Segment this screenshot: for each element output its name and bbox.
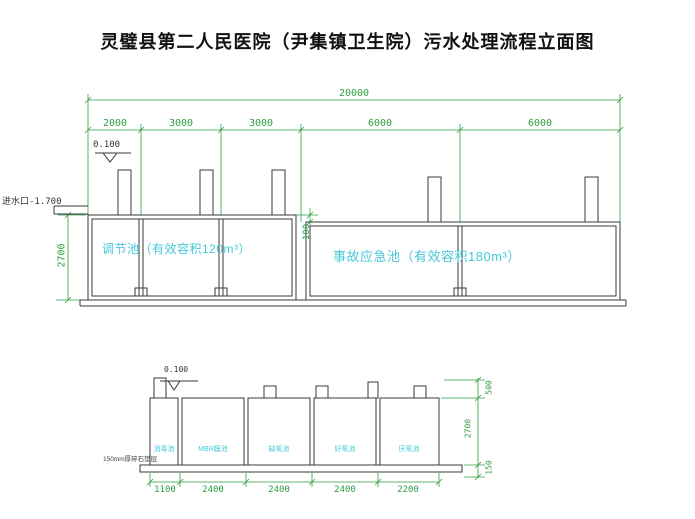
drawing-title: 灵璧县第二人民医院（尹集镇卫生院）污水处理流程立面图: [100, 32, 595, 52]
compartment-label-3: 缺氧池: [268, 446, 290, 453]
compartment-label-1: 消毒池: [153, 446, 175, 453]
upper-elevation-structure: [53, 152, 627, 307]
dim-segment-4: 6000: [367, 118, 393, 129]
base-note: 150mm厚碎石垫层: [103, 456, 158, 463]
dim-bottom-5: 2200: [397, 485, 419, 495]
lower-elevation-structure: [139, 377, 463, 473]
dim-side-150: 150: [484, 460, 494, 475]
compartment-label-2: MBR膜池: [198, 446, 228, 453]
level-mark-lower-label: 0.100: [164, 365, 189, 374]
compartment-label-5: 厌氧池: [398, 446, 420, 453]
tank-label-regulating: 调节池（有效容积120m³）: [102, 242, 252, 256]
upper-elevation-dimensions: [56, 94, 624, 304]
tank-label-emergency: 事故应急池（有效容积180m³）: [333, 249, 521, 264]
dim-total: 20000: [338, 88, 370, 99]
dim-side-2700: 2700: [463, 418, 473, 439]
inlet-label: 进水口-1.700: [2, 197, 62, 207]
dim-segment-2: 3000: [168, 118, 194, 129]
dim-bottom-4: 2400: [334, 485, 356, 495]
dim-bottom-1: 1100: [154, 485, 176, 495]
dim-side-500: 500: [484, 380, 494, 395]
dim-bottom-3: 2400: [268, 485, 290, 495]
compartment-label-4: 好氧池: [334, 446, 356, 453]
dim-segment-5: 6000: [527, 118, 553, 129]
lower-elevation-dimensions: [146, 376, 485, 487]
dim-step-100: 100: [302, 223, 312, 241]
dim-segment-1: 2000: [102, 118, 128, 129]
dim-segment-3: 3000: [248, 118, 274, 129]
level-mark-upper-label: 0.100: [93, 140, 121, 150]
dim-height-2700: 2700: [56, 243, 68, 268]
dim-bottom-2: 2400: [202, 485, 224, 495]
